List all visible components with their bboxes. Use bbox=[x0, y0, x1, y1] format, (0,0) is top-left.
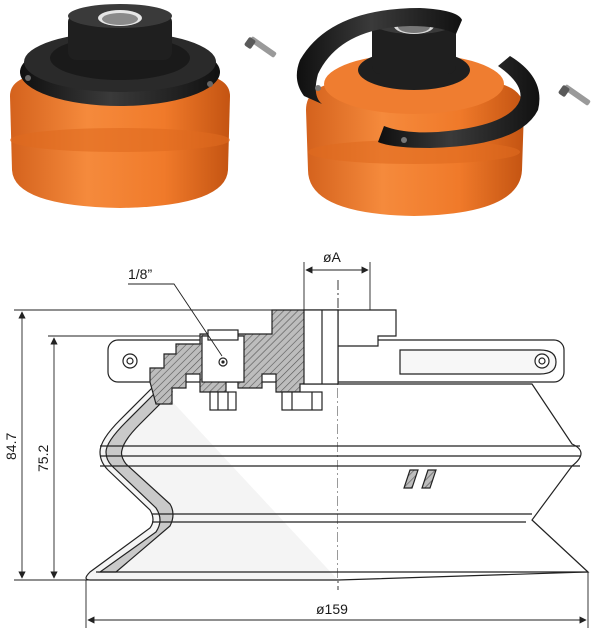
overall-height-label: 84.7 bbox=[3, 433, 19, 460]
screw-icon bbox=[244, 36, 277, 58]
dimension-lines bbox=[14, 262, 589, 628]
product-render-exploded bbox=[296, 8, 540, 216]
bore-diameter-label: øA bbox=[323, 249, 342, 265]
screw-icon bbox=[558, 84, 591, 106]
product-render-assembled bbox=[10, 4, 230, 208]
technical-drawing bbox=[85, 280, 590, 590]
cup-left-contour bbox=[85, 383, 338, 581]
outer-diameter-label: ø159 bbox=[316, 601, 348, 617]
cup-right-contour bbox=[337, 383, 590, 581]
thread-size-label: 1/8” bbox=[128, 266, 152, 282]
cup-height-label: 75.2 bbox=[35, 445, 51, 472]
